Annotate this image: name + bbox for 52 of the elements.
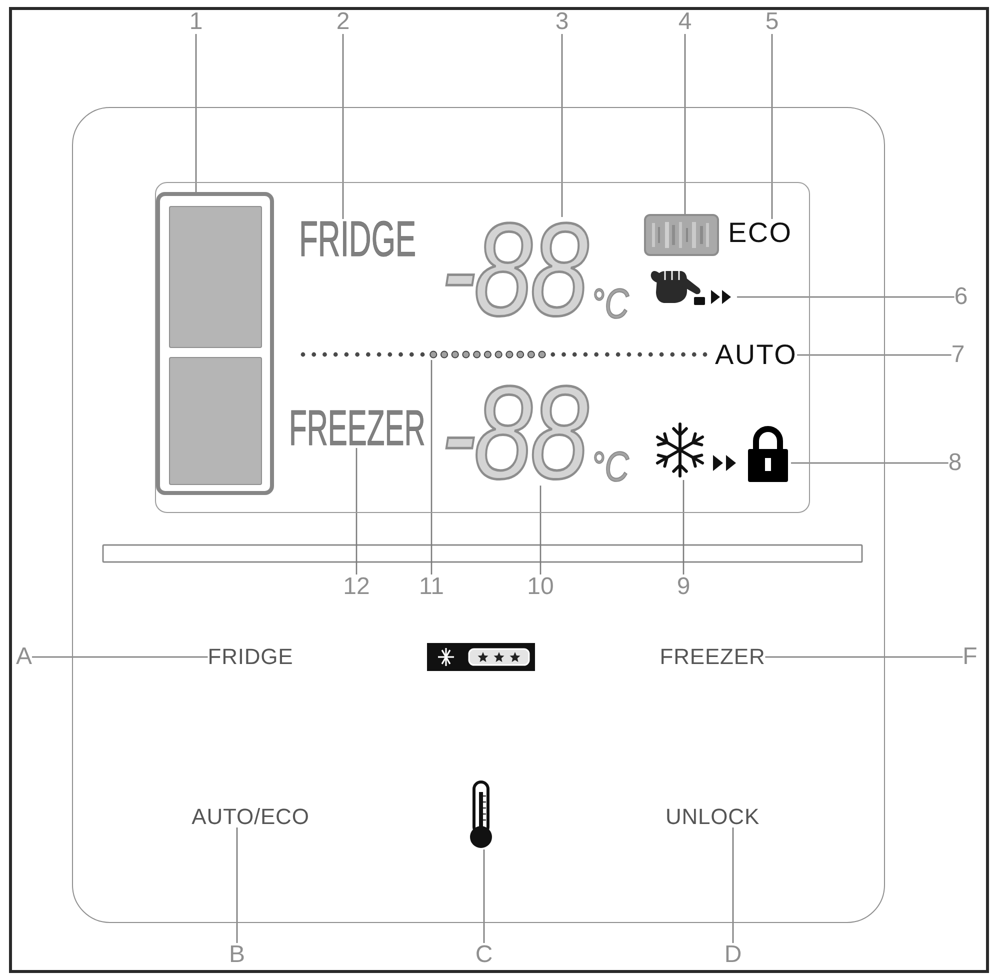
unlock-label: UNLOCK: [665, 806, 760, 828]
callout-letter: D: [724, 943, 742, 967]
leader-line: [342, 34, 344, 219]
temperature-digits: -88: [441, 380, 589, 486]
compartment-indicator: [156, 192, 274, 495]
callout-number: 3: [555, 10, 569, 34]
leader-line: [737, 296, 954, 298]
leader-line: [540, 486, 542, 574]
callout-number: 4: [678, 10, 692, 34]
leader-line: [430, 360, 432, 574]
leader-line: [561, 34, 563, 217]
leader-line: [356, 448, 358, 574]
fridge-zone-label: FRIDGE: [299, 219, 416, 259]
temperature-digits: -88: [441, 217, 589, 323]
callout-letter: B: [229, 943, 245, 967]
segment-indicator-icon: [644, 214, 719, 256]
control-panel: [72, 107, 885, 923]
leader-line: [236, 828, 238, 943]
callout-letter: A: [16, 645, 32, 669]
leader-line: [765, 656, 963, 658]
leader-line: [771, 34, 773, 219]
leader-line: [32, 656, 208, 658]
callout-letter: C: [475, 943, 493, 967]
leader-line: [483, 850, 485, 943]
fridge-label: FRIDGE: [208, 646, 294, 668]
leader-line: [791, 462, 948, 464]
leader-line: [684, 34, 686, 214]
padlock-icon: [745, 425, 791, 483]
callout-number: 8: [948, 451, 962, 475]
leader-line: [195, 34, 197, 192]
callout-number: 1: [189, 10, 203, 34]
leader-line: [682, 480, 684, 574]
temperature-unit: °C: [591, 284, 630, 323]
callout-number: 6: [954, 285, 968, 309]
callout-number: 7: [951, 343, 965, 367]
leader-line: [732, 828, 734, 943]
callout-number: 5: [765, 10, 779, 34]
leader-line: [797, 354, 952, 356]
callout-number: 11: [419, 574, 444, 598]
temperature-unit: °C: [591, 448, 630, 486]
callout-number: 10: [527, 574, 554, 598]
freezer-label: FREEZER: [660, 646, 766, 668]
lcd-screen: [154, 182, 810, 512]
callout-number: 2: [336, 10, 350, 34]
dotted-level-bar: [299, 349, 709, 360]
callout-number: 12: [343, 574, 370, 598]
callout-number: 9: [676, 574, 690, 598]
auto-eco-label: AUTO/ECO: [192, 806, 310, 828]
auto-indicator: AUTO: [715, 341, 798, 369]
eco-indicator: ECO: [728, 219, 792, 247]
freezer-zone-label: FREEZER: [289, 408, 426, 448]
callout-letter: F: [962, 645, 978, 669]
